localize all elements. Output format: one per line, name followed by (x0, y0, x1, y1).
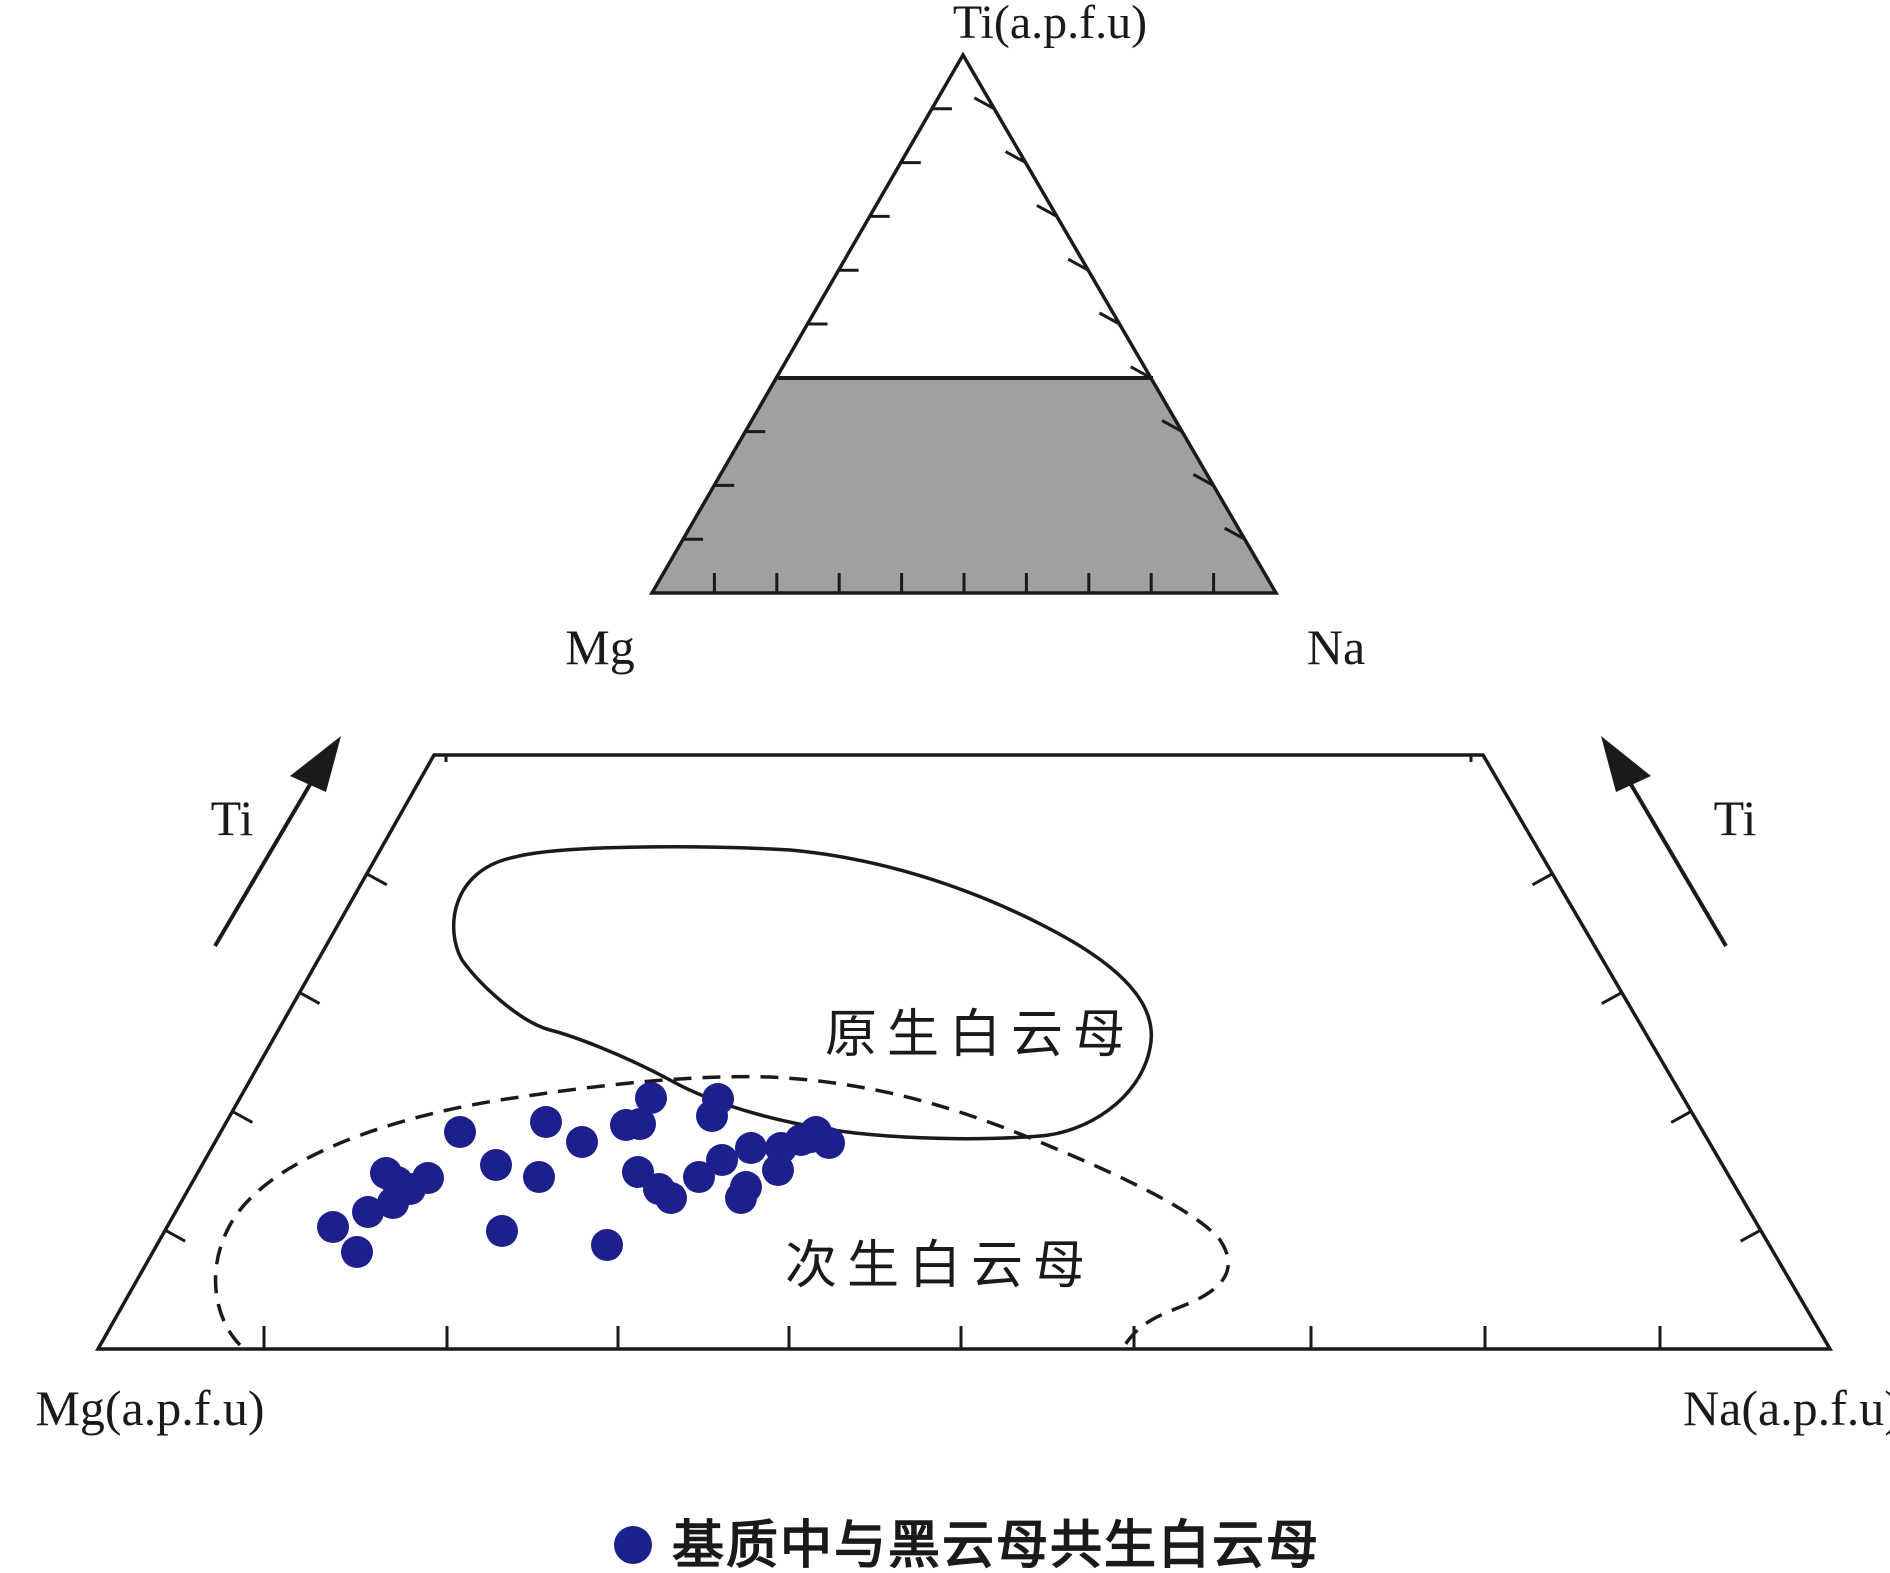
data-point (655, 1182, 687, 1214)
data-point (735, 1132, 767, 1164)
right-edge-tick (1739, 1228, 1762, 1243)
secondary-muscovite-field (213, 1074, 1231, 1347)
inset-right-tick (1004, 150, 1027, 164)
right-edge-tick (1601, 991, 1623, 1005)
inset-apex-label: Ti(a.p.f.u) (953, 0, 1147, 49)
right-edge-tick (1531, 872, 1554, 887)
inset-shaded-region (652, 378, 1276, 593)
data-point (530, 1106, 562, 1138)
inset-right-tick (1192, 473, 1215, 487)
legend-label: 基质中与黑云母共生白云母 (672, 1516, 1320, 1573)
inset-right-tick (1036, 204, 1058, 218)
inset-right-tick (1098, 311, 1121, 326)
inset-right-label: Na (1307, 619, 1365, 675)
inset-right-tick (973, 96, 996, 111)
data-point (412, 1162, 444, 1194)
left-arrow-label: Ti (211, 790, 254, 846)
trapezoid-outline (94, 753, 1834, 1351)
inset-right-tick (1130, 365, 1152, 380)
inset-right-tick (1067, 257, 1089, 272)
left-ti-arrow: Ti (211, 736, 341, 948)
data-point (683, 1161, 715, 1193)
data-point (813, 1127, 845, 1159)
trapezoid-ticks (164, 755, 1762, 1349)
data-point (730, 1171, 762, 1203)
left-arrowhead (290, 736, 341, 792)
main-left-label: Mg(a.p.f.u) (35, 1380, 264, 1436)
inset-ticks (683, 96, 1246, 593)
secondary-field-label: 次生白云母 (785, 1236, 1095, 1296)
data-point (624, 1108, 656, 1140)
data-point (566, 1126, 598, 1158)
data-point (635, 1082, 667, 1114)
right-edge-tick (1670, 1110, 1692, 1124)
data-point (341, 1236, 373, 1268)
main-trapezoid: 原生白云母 次生白云母 Mg(a.p.f.u) Na(a.p.f.u) (35, 753, 1890, 1436)
data-point (444, 1116, 476, 1148)
inset-triangle: Ti(a.p.f.u) Mg Na (565, 0, 1365, 675)
primary-muscovite-field (451, 845, 1153, 1141)
right-arrowhead (1601, 736, 1651, 792)
primary-field-label: 原生白云母 (825, 1005, 1135, 1065)
main-right-label: Na(a.p.f.u) (1683, 1380, 1890, 1436)
right-arrow-label: Ti (1714, 790, 1757, 846)
data-point (702, 1083, 734, 1115)
left-edge-tick (164, 1228, 186, 1243)
inset-right-tick (1223, 526, 1246, 541)
left-edge-tick (366, 872, 388, 887)
left-edge-tick (298, 991, 321, 1005)
data-point (352, 1196, 384, 1228)
inset-right-tick (1161, 419, 1183, 433)
right-ti-arrow: Ti (1601, 736, 1757, 948)
data-point (480, 1149, 512, 1181)
legend-marker (614, 1526, 652, 1564)
data-point (523, 1161, 555, 1193)
data-point (706, 1144, 738, 1176)
data-point (486, 1215, 518, 1247)
data-point (591, 1229, 623, 1261)
left-edge-tick (231, 1110, 254, 1124)
inset-left-label: Mg (565, 619, 634, 675)
legend: 基质中与黑云母共生白云母 (614, 1516, 1320, 1573)
data-point (317, 1211, 349, 1243)
data-points (317, 1082, 845, 1268)
